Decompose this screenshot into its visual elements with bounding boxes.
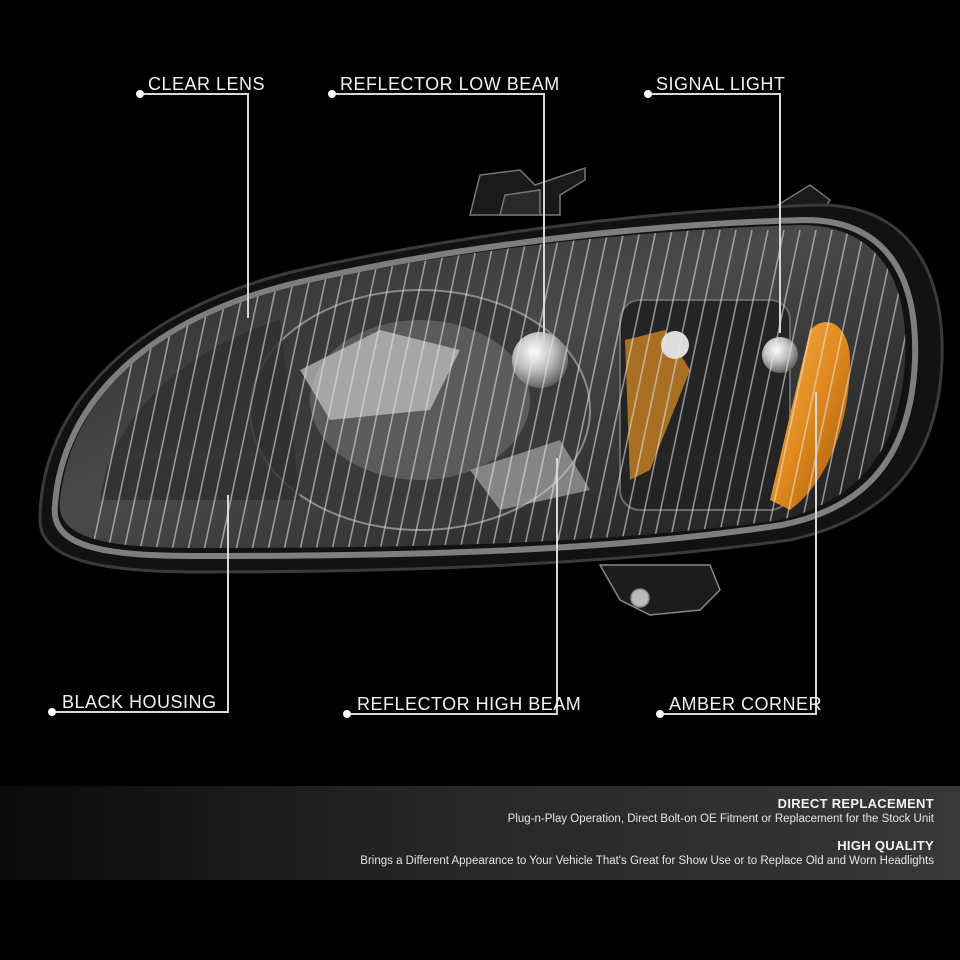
lens-flute-line: [537, 229, 609, 548]
lens-flute-line: [809, 229, 881, 548]
lens-flute-line: [281, 229, 353, 548]
lens-flute-line: [329, 229, 401, 548]
signal-light-label: SIGNAL LIGHT: [656, 74, 786, 94]
lens-flute-line: [745, 229, 817, 548]
lens-flute-line: [441, 229, 513, 548]
lens-flute-line: [569, 229, 641, 548]
lens-flute-line: [313, 229, 385, 548]
lens-flute-line: [473, 229, 545, 548]
lens-flute-line: [761, 229, 833, 548]
clear-lens-dot: [136, 90, 144, 98]
amber-corner-label: AMBER CORNER: [669, 694, 823, 714]
lens-flute-line: [665, 229, 737, 548]
reflector-high-beam-label: REFLECTOR HIGH BEAM: [357, 694, 582, 714]
lens-flute-line: [601, 229, 673, 548]
lens-flute-line: [425, 229, 497, 548]
lens-flute-line: [649, 229, 721, 548]
feature-title-direct-replacement: DIRECT REPLACEMENT: [777, 796, 934, 811]
features-banner: DIRECT REPLACEMENT Plug-n-Play Operation…: [0, 786, 960, 880]
lens-flute-line: [713, 229, 785, 548]
black-housing-label: BLACK HOUSING: [62, 692, 217, 712]
lens-flute-line: [585, 229, 657, 548]
lens-flute-line: [697, 229, 769, 548]
lens-flute-line: [617, 229, 689, 548]
lens-flute-line: [521, 229, 593, 548]
reflector-low-beam-dot: [328, 90, 336, 98]
lens-flute-line: [489, 229, 561, 548]
lens-flute-line: [393, 229, 465, 548]
lens-flute-line: [793, 229, 865, 548]
lens-flute-line: [505, 229, 577, 548]
amber-corner-dot: [656, 710, 664, 718]
reflector-low-beam-label: REFLECTOR LOW BEAM: [340, 74, 560, 94]
lens-flute-line: [729, 229, 801, 548]
clear-lens-label: CLEAR LENS: [148, 74, 266, 94]
lens-flute-line: [297, 229, 369, 548]
lens-flute-line: [265, 229, 337, 548]
lens-flute-line: [345, 229, 417, 548]
feature-title-high-quality: HIGH QUALITY: [837, 838, 934, 853]
lens-flute-line: [409, 229, 481, 548]
lens-flute-line: [777, 229, 849, 548]
feature-text-high-quality: Brings a Different Appearance to Your Ve…: [360, 855, 934, 867]
reflector-high-beam-dot: [343, 710, 351, 718]
lens-flute-line: [633, 229, 705, 548]
black-housing-dot: [48, 708, 56, 716]
lens-flute-line: [249, 229, 321, 548]
feature-text-direct-replacement: Plug-n-Play Operation, Direct Bolt-on OE…: [507, 813, 934, 825]
lens-flute-line: [681, 229, 753, 548]
lens-flute-line: [457, 229, 529, 548]
lens-flute-line: [377, 229, 449, 548]
adjuster-bracket: [598, 564, 721, 616]
lens-flute-line: [553, 229, 625, 548]
lens-flute-line: [361, 229, 433, 548]
signal-light-dot: [644, 90, 652, 98]
